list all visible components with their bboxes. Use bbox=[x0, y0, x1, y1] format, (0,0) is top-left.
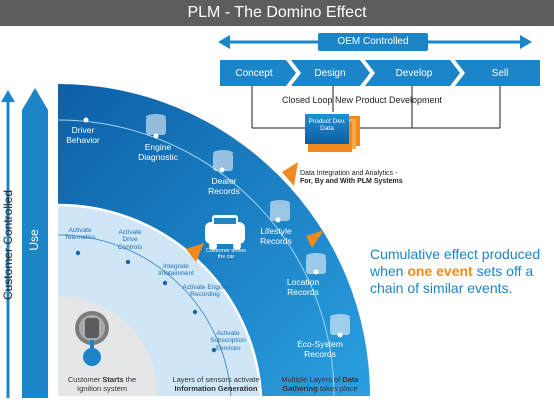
ignition-caption-em: Starts bbox=[102, 375, 124, 384]
product-data-label: Product Dev. Data bbox=[308, 118, 346, 133]
ignition-key-icon bbox=[75, 311, 109, 366]
database-icon bbox=[146, 114, 166, 135]
gathering-caption: Multiple Layers of Data Gathering takes … bbox=[274, 375, 366, 393]
node-activate-drive-controls: Activate Drive Controls bbox=[117, 229, 143, 251]
stage-concept bbox=[220, 60, 296, 86]
inner-ring-edge bbox=[57, 203, 263, 397]
database-icon bbox=[306, 253, 326, 274]
node-activate-telematics: Activate Telematics bbox=[64, 227, 96, 242]
analytics-line-2: For, By and With PLM Systems bbox=[300, 178, 403, 186]
use-arrow bbox=[22, 88, 48, 398]
cumulative-effect-text: Cumulative effect produced when one even… bbox=[370, 246, 550, 296]
ignition-caption-post: the Ignition system bbox=[76, 375, 137, 393]
node-dealer-records: Dealer Records bbox=[208, 176, 240, 196]
stage-sell-label: Sell bbox=[491, 68, 509, 79]
stage-develop-label: Develop bbox=[395, 68, 433, 79]
oem-controlled-label: OEM Controlled bbox=[337, 36, 409, 47]
stage-develop bbox=[365, 60, 460, 86]
stage-concept-label: Concept bbox=[235, 68, 273, 79]
page-title: PLM - The Domino Effect bbox=[0, 0, 554, 26]
analytics-caption: Data Integration and Analytics - For, By… bbox=[300, 170, 450, 186]
stage-design bbox=[291, 60, 370, 86]
inner-curve-line bbox=[57, 234, 232, 397]
database-icons bbox=[146, 114, 350, 335]
node-lifestyle-records: Lifestyle Records bbox=[260, 226, 292, 246]
node-location-records: Location Records bbox=[286, 277, 320, 297]
database-icon bbox=[270, 200, 290, 221]
car-icon bbox=[205, 215, 245, 250]
closed-loop-label: Closed Loop New Product Development bbox=[281, 95, 443, 105]
stage-sell bbox=[455, 60, 540, 86]
database-icon bbox=[330, 314, 350, 335]
sensors-caption-pre: Layers of sensors activate bbox=[172, 375, 260, 384]
inner-node-dots bbox=[75, 250, 217, 353]
gathering-caption-pre: Multiple Layers of bbox=[281, 375, 343, 384]
sensors-caption-em: Information Generation bbox=[174, 383, 258, 393]
cumulative-post: sets off a chain of similar events. bbox=[370, 262, 534, 296]
product-data-stack bbox=[305, 114, 360, 152]
analytics-pointer-icon bbox=[282, 162, 298, 186]
gathering-caption-post: takes place bbox=[317, 383, 358, 393]
node-activate-subscription-services: Activate Subscription Services bbox=[210, 330, 246, 352]
node-integrate-infotainment: Integrate Infotainment bbox=[158, 263, 194, 278]
node-activate-engine-recording: Activate Engine Recording bbox=[182, 284, 228, 299]
cumulative-em: one event bbox=[407, 262, 473, 279]
cumulative-pre: Cumulative effect produced when bbox=[370, 246, 541, 279]
outer-curve-line bbox=[57, 119, 335, 397]
stage-design-label: Design bbox=[314, 68, 346, 79]
node-driver-behavior: Driver Behavior bbox=[66, 125, 100, 145]
database-icon bbox=[213, 150, 233, 171]
analytics-line-1: Data Integration and Analytics - bbox=[300, 170, 398, 177]
stage-chevrons bbox=[220, 60, 540, 86]
closed-loop-lines bbox=[251, 86, 501, 129]
car-pointer-icon bbox=[186, 243, 204, 262]
ignition-caption-pre: Customer bbox=[67, 375, 103, 384]
gathering-caption-em: Data Gathering bbox=[282, 375, 359, 393]
customer-arrow bbox=[1, 90, 15, 398]
car-label: Customer drives the car bbox=[205, 248, 247, 261]
sensors-caption: Layers of sensors activate Information G… bbox=[166, 375, 266, 393]
node-engine-diagnostic: Engine Diagnostic bbox=[138, 142, 178, 162]
node-eco-system-records: Eco-System Records bbox=[297, 339, 343, 359]
oem-arrow bbox=[218, 33, 532, 51]
ignition-caption: Customer Starts the Ignition system bbox=[60, 375, 144, 393]
gathering-pointer-icon bbox=[306, 230, 324, 248]
customer-controlled-label: Customer Controlled bbox=[1, 189, 15, 301]
use-label: Use bbox=[27, 229, 41, 251]
